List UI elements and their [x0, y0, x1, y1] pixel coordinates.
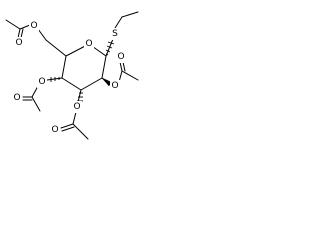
bond-c2co-o-b — [122, 61, 126, 72]
o-c6-carbonyl-bg — [14, 37, 24, 49]
bond-c3-c4 — [61, 77, 82, 91]
o-c6-ester-bg — [29, 20, 39, 32]
structure-canvas: O S O O O O O O O O — [0, 0, 144, 145]
bond-c3co-o-b — [61, 126, 75, 132]
bond-layer — [5, 11, 139, 140]
stereo-hash-c1-s-2 — [105, 49, 111, 53]
sulfur-label: S — [112, 29, 118, 39]
o-c2-ester-label: O — [111, 81, 118, 91]
bond-c2co-me — [121, 70, 139, 81]
o-c4-ester-bg — [37, 76, 47, 88]
bond-s-ch2 — [114, 16, 123, 29]
stereo-hash-c1-s-1 — [105, 53, 109, 56]
ring-oxygen-label: O — [85, 39, 92, 49]
o-c4-ester-label: O — [38, 77, 45, 87]
bond-c6-o6 — [37, 28, 47, 41]
o-c3-ester-label: O — [73, 102, 80, 112]
o-c3-carbonyl-label: O — [51, 125, 58, 135]
o-c6-ester-label: O — [30, 21, 37, 31]
bond-c5-c6 — [45, 39, 67, 57]
o-c2-ester-bg — [110, 80, 120, 92]
stereo-wedge-c2-o — [101, 77, 112, 87]
bond-c4co-me — [31, 96, 41, 112]
bond-c3co-me — [72, 123, 89, 140]
bond-c3co-o-a — [60, 123, 74, 129]
stereo-hash-c1-s-3 — [106, 45, 113, 49]
bond-c4-o4 — [46, 77, 63, 81]
bond-c6co-me — [5, 19, 21, 30]
o-c2-carbonyl-label: O — [117, 52, 124, 62]
stereo-hash-c1-s-4 — [107, 41, 115, 45]
bond-c4-c5 — [61, 55, 67, 79]
atom-label-layer: O S O O O O O O O O — [12, 20, 126, 136]
ring-oxygen-bg — [84, 38, 94, 50]
o-c2-carbonyl-bg — [116, 51, 126, 63]
stereo-layer — [50, 41, 115, 102]
bond-c2co-o-a — [119, 61, 123, 72]
bond-c6co-o-b — [20, 28, 24, 39]
bond-c1-c2 — [101, 55, 107, 79]
bond-c3-o3 — [77, 89, 82, 103]
bond-c2-c3 — [80, 77, 103, 91]
o-c4-carbonyl-bg — [12, 92, 22, 104]
o-c4-carbonyl-label: O — [13, 93, 20, 103]
bond-c1-s — [105, 38, 114, 57]
molecule-structure: O S O O O O O O O O — [5, 11, 139, 140]
o-c3-ester-bg — [72, 101, 82, 113]
bond-o6-c6co — [19, 24, 31, 30]
o-c6-carbonyl-label: O — [15, 38, 22, 48]
sulfur-bg — [110, 28, 120, 40]
o-c3-carbonyl-bg — [50, 124, 60, 136]
bond-o3-c3co — [72, 111, 77, 125]
bond-ch2-ch3 — [121, 11, 139, 18]
bond-c6co-o-a — [17, 28, 21, 39]
